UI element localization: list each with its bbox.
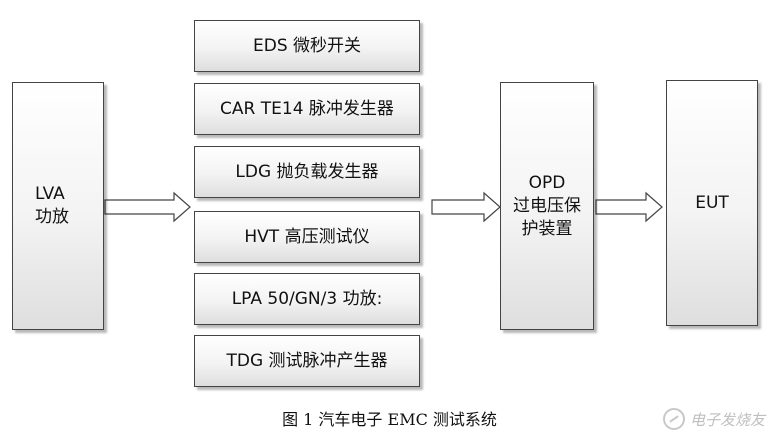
watermark-text: 电子发烧友 [689,410,765,429]
arrow-opd-to-eut [595,191,663,223]
figure-caption: 图 1 汽车电子 EMC 测试系统 [282,410,497,429]
generator-box-eds: EDS 微秒开关 [194,20,420,72]
generator-label: TDG 测试脉冲产生器 [226,350,388,371]
eut-label: EUT [695,192,729,213]
generator-box-lpa: LPA 50/GN/3 功放: [194,273,420,325]
watermark: 电子发烧友 [662,408,765,430]
generator-label: LPA 50/GN/3 功放: [231,288,383,309]
generator-label: LDG 抛负载发生器 [235,161,379,182]
arrow-lva-to-generators [104,191,191,223]
generator-label: HVT 高压测试仪 [244,226,370,247]
generator-label: EDS 微秒开关 [252,35,362,56]
generator-box-tdg: TDG 测试脉冲产生器 [194,335,420,387]
lva-sublabel: 功放 [35,207,69,227]
generator-box-car-te14: CAR TE14 脉冲发生器 [194,83,420,135]
opd-protection-box: OPD 过电压保 护装置 [500,82,594,330]
eut-box: EUT [666,80,758,326]
lva-amplifier-box: LVA 功放 [12,82,104,330]
opd-sublabel-1: 过电压保 [513,195,581,216]
lva-label: LVA [35,184,65,204]
arrow-generators-to-opd [431,191,501,223]
watermark-logo-icon [662,408,685,430]
generator-box-hvt: HVT 高压测试仪 [194,211,420,263]
opd-sublabel-2: 护装置 [521,218,573,239]
opd-label: OPD [528,172,566,193]
generator-box-ldg: LDG 抛负载发生器 [194,146,420,198]
generator-label: CAR TE14 脉冲发生器 [220,98,394,119]
